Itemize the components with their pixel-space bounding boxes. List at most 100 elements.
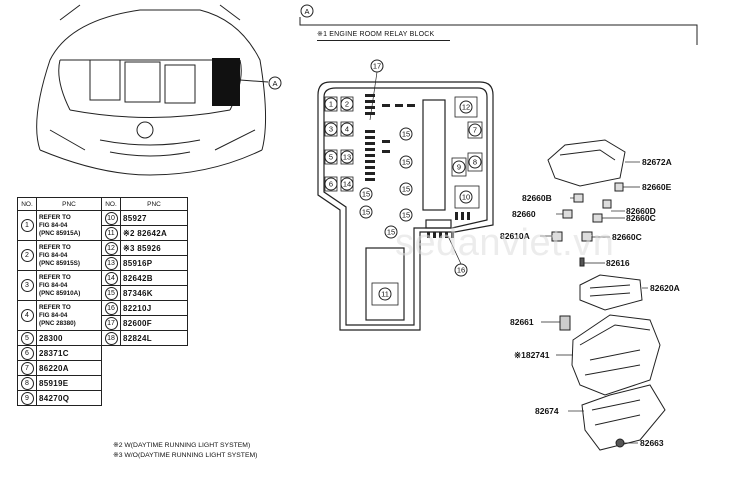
relay-block-outline	[317, 81, 494, 331]
block-number-circle	[459, 190, 473, 204]
relay-block-mini-fuses	[365, 94, 470, 238]
row-number-circle: 13	[104, 256, 118, 270]
row-number-circle: 11	[104, 226, 118, 240]
row-number: 14	[101, 270, 121, 286]
row-pnc: 85919E	[36, 375, 102, 391]
block-number: 15	[362, 190, 370, 199]
pnc-line: FIG 84-04	[39, 281, 68, 289]
row-number: 13	[101, 255, 121, 271]
block-number: 17	[373, 62, 381, 71]
part-number-label: 82660C	[626, 213, 656, 223]
pnc-line: 28300	[39, 333, 63, 343]
block-number: 12	[462, 103, 470, 112]
col-pnc-right: PNC	[120, 197, 188, 211]
row-pnc: 85927	[120, 210, 188, 226]
block-number: 13	[343, 153, 351, 162]
row-pnc: ※3 85926	[120, 240, 188, 256]
pnc-line: (PNC 28380)	[39, 319, 76, 327]
row-pnc: 28300	[36, 330, 102, 346]
col-no-right: NO.	[101, 197, 121, 211]
row-number: 16	[101, 300, 121, 316]
block-number-circle	[399, 127, 413, 141]
callout-a-header: A	[299, 4, 698, 45]
row-number-circle: 14	[104, 271, 118, 285]
part-number-label: 82660C	[612, 232, 642, 242]
row-pnc: 86220A	[36, 360, 102, 376]
block-number: 3	[329, 125, 333, 134]
pnc-line: 28371C	[39, 348, 69, 358]
row-number-circle: 1	[20, 219, 34, 232]
block-number-circle	[452, 160, 466, 174]
block-number-circle	[399, 182, 413, 196]
block-number-circle	[468, 123, 482, 137]
row-number: 3	[17, 270, 37, 301]
part-number-label: 82660D	[626, 206, 656, 216]
pnc-line: REFER TO	[39, 243, 71, 251]
block-number: 10	[462, 193, 470, 202]
row-pnc: 84270Q	[36, 390, 102, 406]
block-number: 15	[402, 211, 410, 220]
row-number: 9	[17, 390, 37, 406]
row-number-circle: 2	[20, 249, 34, 262]
block-number: 7	[473, 126, 477, 135]
block-number: 6	[329, 180, 333, 189]
block-number-circle	[340, 122, 354, 136]
block-number-circle	[359, 205, 373, 219]
part-number-label: ※182741	[514, 350, 550, 360]
row-pnc: 82600F	[120, 315, 188, 331]
col-pnc-left: PNC	[36, 197, 102, 211]
watermark: sedanviet.vn	[395, 222, 615, 264]
row-number: 4	[17, 300, 37, 331]
pnc-line: (PNC 85910A)	[39, 289, 81, 297]
leader-line-17	[369, 71, 378, 121]
block-number: 2	[345, 100, 349, 109]
row-number: 1	[17, 210, 37, 241]
row-number: 5	[17, 330, 37, 346]
row-number-circle: 4	[20, 309, 34, 322]
row-number: 6	[17, 345, 37, 361]
block-number: 11	[381, 290, 389, 299]
pnc-line: 85919E	[39, 378, 69, 388]
row-number-circle: 15	[104, 286, 118, 300]
row-pnc: 82642B	[120, 270, 188, 286]
block-number-circle	[340, 177, 354, 191]
pnc-line: 86220A	[39, 363, 69, 373]
block-number: 16	[457, 266, 465, 275]
row-number-circle: 10	[104, 211, 118, 225]
block-number-circle	[324, 150, 338, 164]
part-leader-lines	[540, 161, 648, 444]
row-number: 8	[17, 375, 37, 391]
row-number-circle: 17	[104, 316, 118, 330]
block-number-circle	[324, 177, 338, 191]
pnc-line: (PNC 85915A)	[39, 229, 81, 237]
pnc-line: REFER TO	[39, 273, 71, 281]
block-number-circle	[459, 100, 473, 114]
row-pnc: 85916P	[120, 255, 188, 271]
svg-text:A: A	[304, 7, 309, 16]
row-number: 15	[101, 285, 121, 301]
row-number: 12	[101, 240, 121, 256]
row-number: 11	[101, 225, 121, 241]
pnc-line: FIG 84-04	[39, 221, 68, 229]
block-number-circle	[378, 287, 392, 301]
block-number-circle	[324, 122, 338, 136]
col-no-left: NO.	[17, 197, 37, 211]
block-number: 15	[402, 158, 410, 167]
part-number-label: 82620A	[650, 283, 680, 293]
row-number: 2	[17, 240, 37, 271]
row-number-circle: 3	[20, 279, 34, 292]
part-number-label: 82663	[640, 438, 664, 448]
block-number-circle	[384, 225, 398, 239]
